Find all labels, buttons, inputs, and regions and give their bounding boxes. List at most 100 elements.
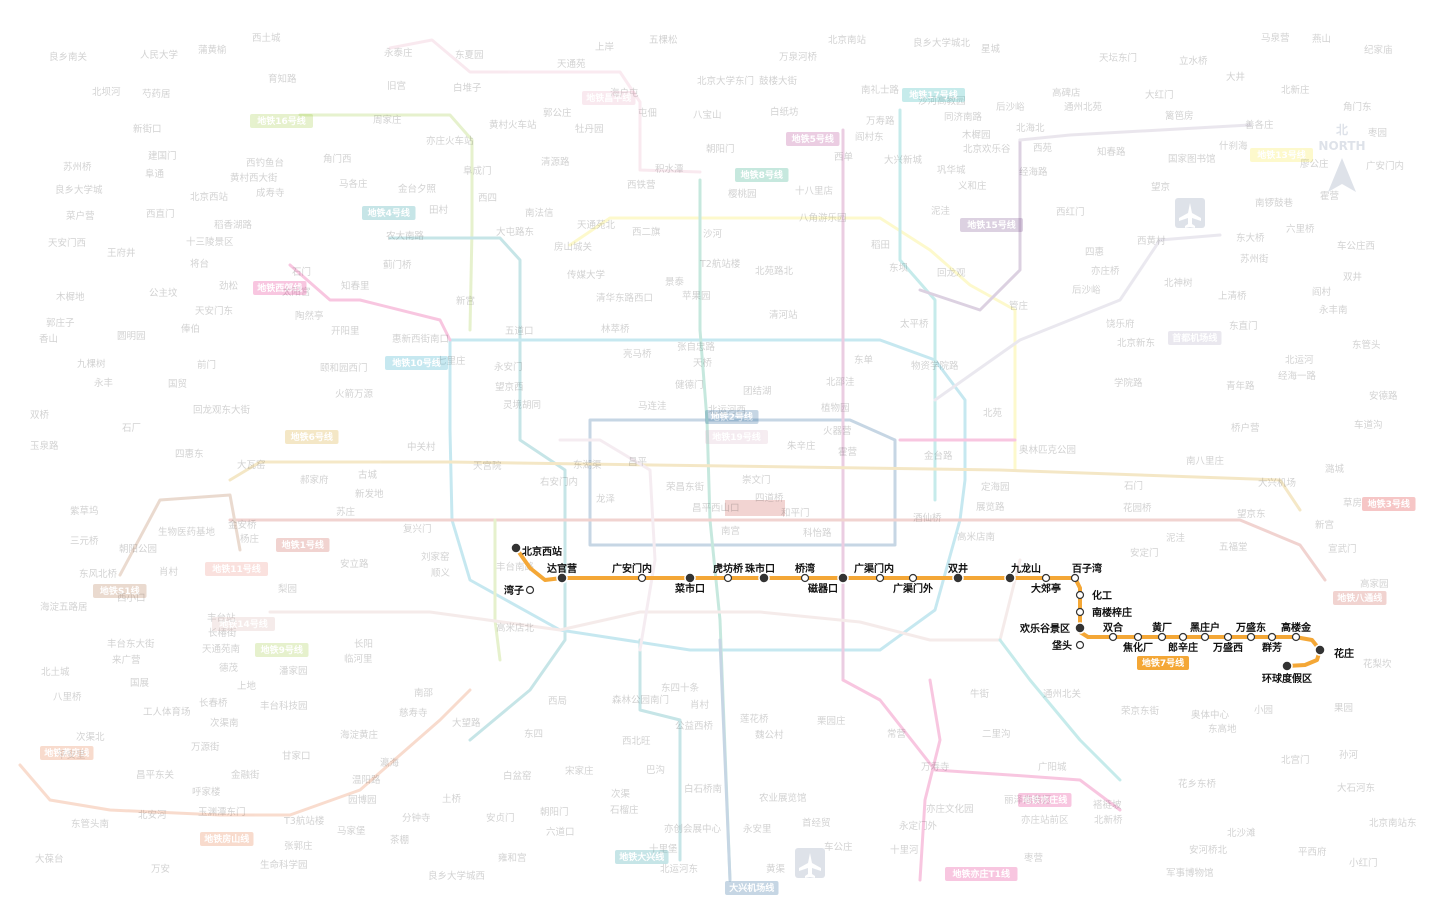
faded-station-label: T3航站楼 [283, 815, 325, 827]
faded-station-label: 东湖渠 [573, 459, 602, 471]
station-18[interactable]: 欢乐谷景区 [1019, 622, 1086, 635]
station-dot[interactable] [1178, 632, 1188, 642]
svg-text:地铁13号线: 地铁13号线 [1257, 149, 1306, 161]
station-14[interactable]: 大郊亭 [1031, 573, 1061, 596]
station-11[interactable]: 广渠门外 [893, 573, 933, 596]
faded-station-label: 太平桥 [900, 318, 929, 330]
faded-station-label: 黄渠 [766, 863, 786, 875]
faded-station-label: 五福堂 [1219, 541, 1248, 553]
faded-station-label: 八宝山 [693, 109, 722, 121]
faded-station-label: 南八里庄 [1186, 455, 1225, 467]
transfer-station-icon[interactable] [952, 572, 964, 584]
station-26[interactable]: 万盛东 [1235, 621, 1266, 642]
station-15[interactable]: 百子湾 [1070, 562, 1103, 583]
faded-station-label: 北京欢乐谷 [963, 143, 1011, 155]
transfer-station-icon[interactable] [837, 572, 849, 584]
station-dot[interactable] [1246, 632, 1256, 642]
station-dot[interactable] [1223, 632, 1233, 642]
faded-station-label: 昌平西山口 [692, 503, 740, 514]
station-dot[interactable] [800, 573, 810, 583]
station-30[interactable]: 环球度假区 [1262, 660, 1312, 685]
station-dot[interactable] [1200, 632, 1210, 642]
transfer-station-icon[interactable] [510, 542, 522, 554]
faded-station-label: 北土城 [41, 666, 70, 678]
station-dot[interactable] [875, 573, 885, 583]
line-14 [268, 558, 1022, 642]
faded-station-label: 万泉河桥 [779, 51, 818, 63]
faded-station-label: 东单 [854, 354, 874, 366]
station-5[interactable]: 菜市口 [674, 572, 705, 595]
transfer-station-icon[interactable] [1314, 644, 1326, 656]
faded-station-label: 北京新东 [1117, 337, 1155, 349]
faded-station-label: 大瓦窑 [237, 459, 266, 471]
station-24[interactable]: 黑庄户 [1190, 621, 1220, 642]
station-29[interactable]: 花庄 [1314, 644, 1354, 660]
faded-station-label: 右安门内 [540, 476, 578, 488]
svg-text:地铁房山线: 地铁房山线 [204, 833, 249, 845]
station-dot[interactable] [1157, 632, 1167, 642]
station-20[interactable]: 双合 [1103, 621, 1124, 642]
station-label: 花庄 [1334, 647, 1354, 660]
station-17[interactable]: 南楼梓庄 [1075, 606, 1133, 619]
station-1[interactable]: 北京西站 [510, 542, 562, 558]
faded-station-label: 大井 [1226, 71, 1245, 83]
faded-station-label: 张郭庄 [284, 840, 313, 852]
station-dot[interactable] [1075, 590, 1085, 600]
station-16[interactable]: 化工 [1075, 589, 1113, 602]
station-dot[interactable] [723, 573, 733, 583]
station-dot[interactable] [1108, 632, 1118, 642]
station-3[interactable]: 达官营 [547, 562, 577, 584]
faded-station-label: 天安门西 [48, 237, 86, 249]
station-dot[interactable] [1075, 607, 1085, 617]
faded-station-label: 亦庄桥 [1091, 265, 1120, 277]
faded-station-label: 朝阳门 [540, 806, 569, 818]
faded-station-label: 沙河 [703, 228, 723, 240]
station-dot[interactable] [637, 573, 647, 583]
faded-station-label: 公益西桥 [675, 720, 714, 732]
transfer-station-icon[interactable] [758, 572, 770, 584]
station-dot[interactable] [1291, 632, 1301, 642]
faded-station-label: 丽泽商务区 [1004, 794, 1052, 806]
faded-station-label: 稻香湖路 [214, 219, 253, 231]
station-28[interactable]: 高楼金 [1281, 621, 1312, 642]
line-13 [568, 216, 1017, 472]
line-tag: 地铁19号线 [705, 430, 768, 444]
transfer-station-icon[interactable] [556, 572, 568, 584]
station-dot[interactable] [908, 573, 918, 583]
station-12[interactable]: 双井 [948, 562, 968, 584]
station-7[interactable]: 珠市口 [745, 562, 775, 584]
transfer-station-icon[interactable] [684, 572, 696, 584]
station-dot[interactable] [525, 585, 535, 595]
faded-station-label: 小红门 [1349, 857, 1378, 869]
transfer-station-icon[interactable] [1281, 660, 1293, 672]
station-10[interactable]: 广渠门内 [854, 562, 894, 583]
station-dot[interactable] [1133, 632, 1143, 642]
station-23[interactable]: 郎辛庄 [1168, 632, 1198, 655]
station-dot[interactable] [1070, 573, 1080, 583]
station-13[interactable]: 九龙山 [1004, 562, 1041, 584]
station-9[interactable]: 磁器口 [808, 572, 849, 595]
faded-station-label: 平安里 [57, 749, 86, 761]
station-dot[interactable] [1075, 640, 1085, 650]
station-label: 郎辛庄 [1168, 641, 1198, 654]
station-6[interactable]: 虎坊桥 [713, 562, 744, 583]
station-27[interactable]: 群芳 [1262, 632, 1282, 655]
station-2[interactable]: 湾子 [504, 584, 535, 597]
station-19[interactable]: 垡头 [1052, 639, 1085, 652]
station-dot[interactable] [1041, 573, 1051, 583]
station-dot[interactable] [1267, 632, 1277, 642]
line-19 [558, 438, 657, 652]
station-22[interactable]: 黄厂 [1152, 621, 1172, 642]
line-tag: 地铁房山线 [200, 832, 254, 846]
transfer-station-icon[interactable] [1074, 622, 1086, 634]
faded-station-label: 苏州街 [1240, 253, 1269, 265]
station-8[interactable]: 桥湾 [795, 562, 815, 583]
line-15 [918, 138, 1022, 312]
faded-station-label: 果园 [1334, 703, 1353, 714]
faded-station-label: 角门东 [1343, 101, 1372, 113]
station-21[interactable]: 焦化厂 [1122, 632, 1153, 655]
line-tag: 地铁3号线 [1362, 497, 1416, 511]
transfer-station-icon[interactable] [1004, 572, 1016, 584]
station-25[interactable]: 万盛西 [1212, 632, 1243, 655]
station-4[interactable]: 广安门内 [612, 562, 652, 583]
